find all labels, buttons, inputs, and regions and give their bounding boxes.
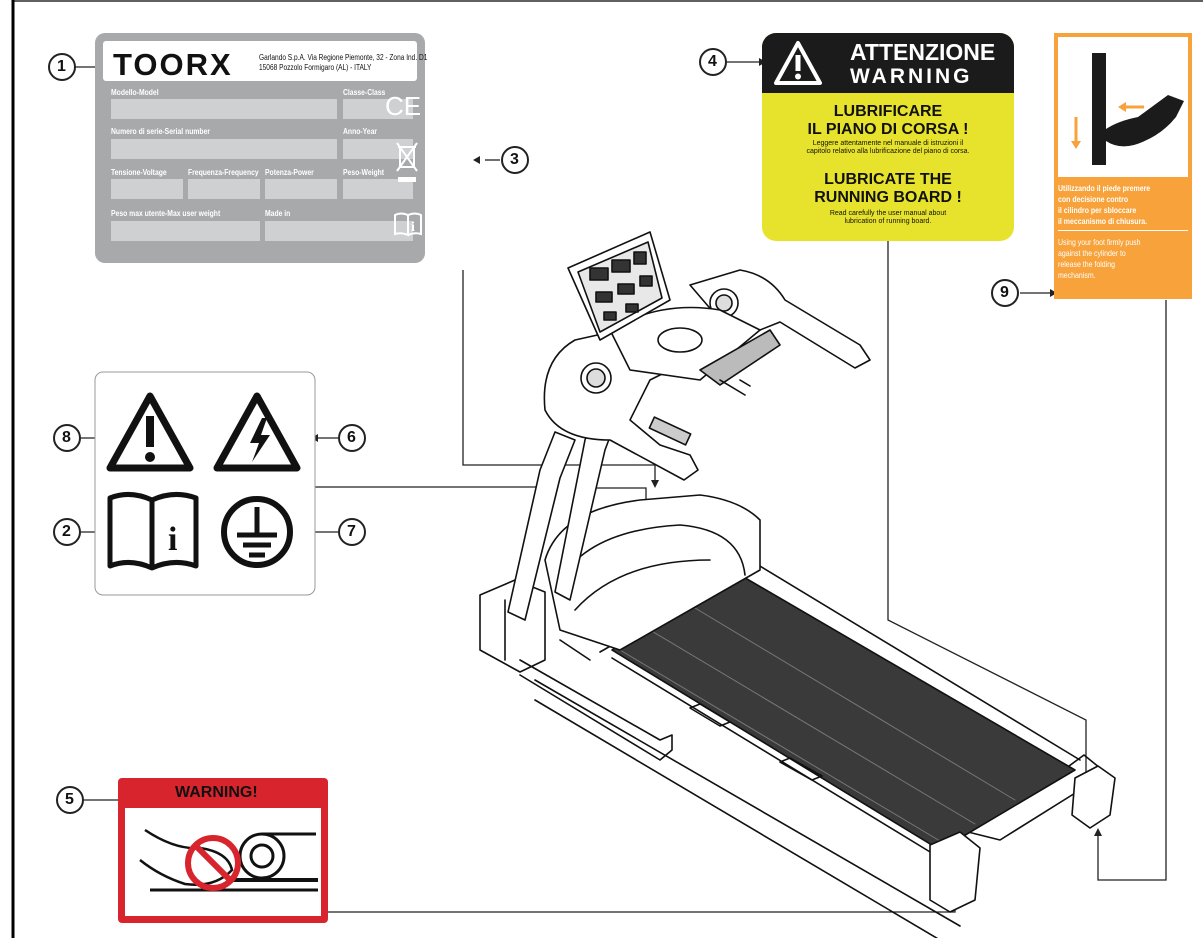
field-label-power: Potenza-Power — [265, 168, 314, 177]
manual-book-icon — [107, 492, 199, 571]
callout-3 — [501, 146, 529, 174]
field-label-model: Modello-Model — [111, 88, 159, 97]
field-label-class: Classe-Class — [343, 88, 386, 97]
folding-it-line-3: il cilindro per sbloccare — [1058, 205, 1137, 215]
field-label-voltage: Tensione-Voltage — [111, 168, 167, 177]
field-frequency — [188, 179, 260, 199]
leader-label9 — [1097, 300, 1167, 881]
field-voltage — [111, 179, 183, 199]
callout-6 — [338, 424, 366, 452]
warning-triangle-icon — [774, 41, 822, 85]
weee-bin-icon — [396, 142, 418, 182]
ce-mark: CE — [385, 91, 422, 121]
callout-2 — [53, 518, 81, 546]
field-class — [343, 99, 413, 119]
it-title-line2: IL PIANO DI CORSA ! — [807, 121, 969, 138]
rating-plate-header — [103, 41, 417, 81]
en-text-line2: lubrication of running board. — [844, 218, 932, 225]
general-warning-icon — [106, 392, 194, 472]
folding-en-line-4: mechanism. — [1058, 270, 1096, 280]
folding-pictogram — [1058, 37, 1188, 177]
svg-text:i: i — [168, 521, 177, 558]
warning-header-line2: WARNING — [850, 65, 973, 88]
folding-en-line-1: Using your foot firmly push — [1058, 237, 1141, 247]
field-serial — [111, 139, 337, 159]
field-label-max-user-weight: Peso max utente-Max user weight — [111, 209, 221, 218]
rating-plate-label: TOORX Garlando S.p.A. Via Regione Piemon… — [95, 33, 428, 263]
folding-divider — [1058, 230, 1188, 231]
field-label-made-in: Made in — [265, 209, 291, 218]
entrapment-warning-header: WARNING! — [175, 784, 258, 801]
callout-number-5: 5 — [65, 791, 74, 808]
callout-8 — [53, 424, 81, 452]
en-title-line1: LUBRICATE THE — [824, 171, 952, 188]
ground-earth-icon — [221, 496, 293, 568]
callout-number-6: 6 — [347, 429, 356, 446]
callout-number-7: 7 — [347, 523, 356, 540]
callout-5 — [56, 786, 84, 814]
treadmill-illustration — [479, 231, 1116, 938]
field-label-frequency: Frequenza-Frequency — [188, 168, 259, 177]
callout-number-9: 9 — [1000, 284, 1009, 301]
svg-text:i: i — [411, 220, 415, 235]
brand-logo: TOORX — [113, 47, 233, 82]
callout-number-3: 3 — [510, 151, 519, 168]
callout-number-4: 4 — [708, 53, 717, 70]
en-text-line1: Read carefully the user manual about — [829, 210, 947, 217]
callout-number-8: 8 — [62, 429, 71, 446]
folding-en-line-2: against the cylinder to — [1058, 248, 1126, 258]
callout-9 — [991, 279, 1019, 307]
electric-shock-icon — [213, 392, 301, 472]
en-title-line2: RUNNING BOARD ! — [814, 189, 962, 206]
folding-it-line-2: con decisione contro — [1058, 194, 1129, 204]
lightning-bolt-icon — [250, 418, 270, 462]
field-year — [343, 139, 413, 159]
callout-4 — [699, 48, 727, 76]
callout-number-1: 1 — [57, 58, 66, 75]
entrapment-warning-label — [118, 778, 328, 923]
leader-symbols-a — [592, 487, 647, 500]
field-made-in — [265, 221, 413, 241]
folding-mechanism-label: Utilizzando il piede premere con decisio… — [1054, 33, 1192, 299]
callout-circles — [48, 48, 1019, 814]
manual-info-icon: i — [394, 212, 422, 237]
folding-it-line-4: il meccanismo di chiusura. — [1058, 216, 1148, 226]
field-power — [265, 179, 337, 199]
field-max-user-weight — [111, 221, 260, 241]
folding-en-line-3: release the folding — [1058, 259, 1115, 269]
callout-7 — [338, 518, 366, 546]
address-line-2: 15068 Pozzolo Formigaro (AL) - ITALY — [259, 63, 372, 72]
field-label-year: Anno-Year — [343, 127, 378, 136]
callout-1 — [48, 53, 76, 81]
field-model — [111, 99, 337, 119]
it-title-line1: LUBRIFICARE — [833, 103, 943, 120]
lubrication-warning-label: ATTENZIONE WARNING LUBRIFICARE IL PIANO … — [762, 33, 1014, 241]
field-label-serial: Numero di serie-Serial number — [111, 127, 211, 136]
address-line-1: Garlando S.p.A. Via Regione Piemonte, 32… — [259, 53, 428, 62]
callout-number-2: 2 — [62, 523, 71, 540]
it-text-line2: capitolo relativo alla lubrificazione de… — [806, 148, 970, 155]
leader-label4 — [887, 240, 1087, 790]
field-weight — [343, 179, 413, 199]
prohibition-icon — [185, 835, 241, 891]
it-text-line1: Leggere attentamente nel manuale di istr… — [812, 140, 964, 147]
foot-push-icon — [1071, 53, 1184, 165]
field-label-weight: Peso-Weight — [343, 168, 385, 177]
folding-it-line-1: Utilizzando il piede premere — [1058, 183, 1151, 193]
warning-header-line1: ATTENZIONE — [850, 39, 996, 65]
